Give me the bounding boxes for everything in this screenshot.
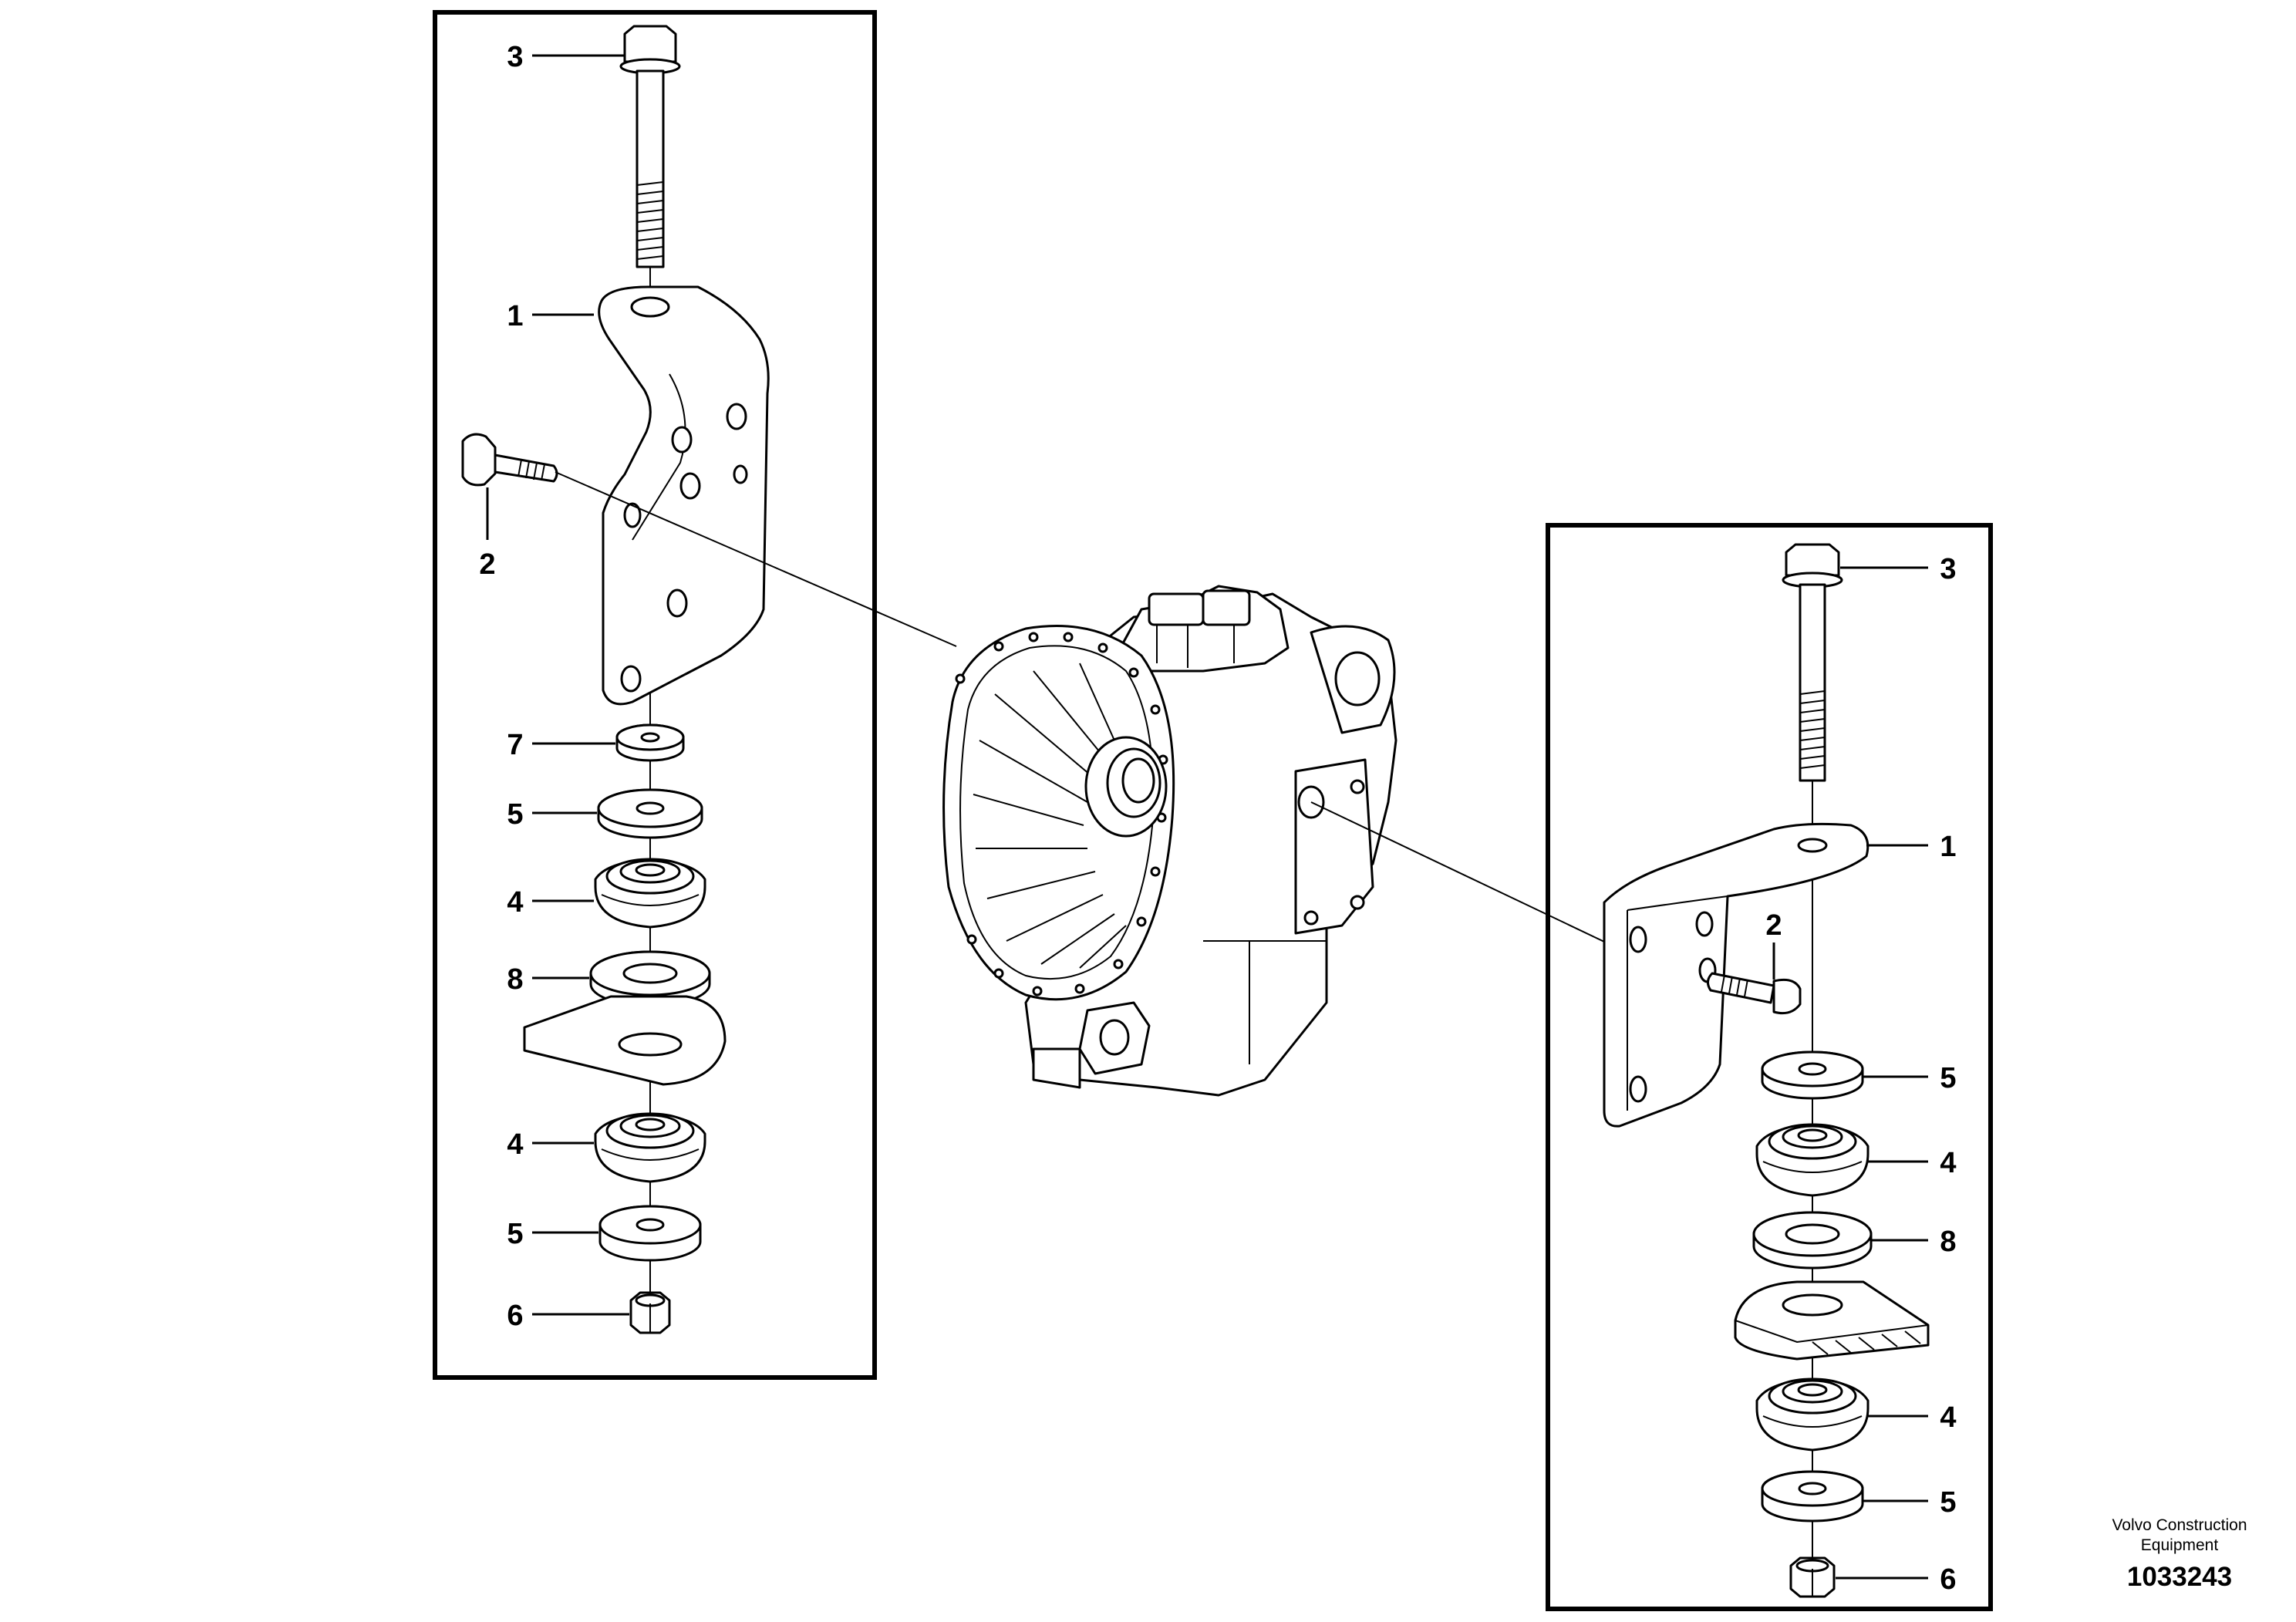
- right-side-bolt: [1707, 972, 1802, 1015]
- left-callout-lower-washer: 5: [507, 1218, 523, 1250]
- left-top-bolt: [619, 25, 681, 268]
- left-callout-side-bolt: 2: [479, 548, 495, 581]
- document-number: 1033243: [2127, 1562, 2232, 1592]
- left-nut: [629, 1291, 671, 1334]
- left-callout-nut: 6: [507, 1300, 523, 1332]
- right-mounting-bracket: [1603, 822, 1870, 1128]
- right-lower-rubber-mount: [1755, 1378, 1870, 1452]
- left-callout-small-washer: 7: [507, 729, 523, 761]
- left-bracket-alignment-line: [555, 471, 957, 647]
- left-detail-frame: [433, 10, 877, 1380]
- left-spacer-ring: [589, 950, 711, 1007]
- left-callout-bolt: 3: [507, 41, 523, 73]
- right-callout-leaders: [1772, 566, 1928, 1580]
- right-callout-nut: 6: [1940, 1563, 1956, 1596]
- right-upper-rubber-mount: [1755, 1123, 1870, 1197]
- right-upper-washer: [1761, 1050, 1864, 1100]
- right-callout-spacer-ring: 8: [1940, 1226, 1956, 1258]
- right-callout-upper-rubber-mount: 4: [1940, 1147, 1956, 1179]
- left-callout-upper-washer: 5: [507, 798, 523, 831]
- left-callout-spacer-ring: 8: [507, 963, 523, 996]
- left-frame-plate: [523, 995, 727, 1086]
- transmission-housing: [942, 585, 1397, 1097]
- right-spacer-ring: [1752, 1211, 1873, 1270]
- right-nut: [1789, 1556, 1836, 1598]
- left-side-bolt: [461, 433, 558, 487]
- left-lower-rubber-mount: [594, 1112, 706, 1183]
- left-small-washer: [615, 723, 685, 762]
- right-callout-bolt: 3: [1940, 553, 1956, 585]
- left-mounting-bracket: [598, 285, 770, 706]
- right-callout-side-bolt: 2: [1765, 909, 1782, 942]
- left-callout-lower-rubber-mount: 4: [507, 1128, 523, 1161]
- left-upper-rubber-mount: [594, 858, 706, 929]
- right-callout-lower-rubber-mount: 4: [1940, 1401, 1956, 1434]
- publisher-line-2: Equipment: [2141, 1536, 2219, 1554]
- right-lower-washer: [1761, 1470, 1864, 1523]
- right-callout-lower-washer: 5: [1940, 1486, 1956, 1519]
- right-callout-upper-washer: 5: [1940, 1062, 1956, 1094]
- left-callout-upper-rubber-mount: 4: [507, 886, 523, 919]
- right-callout-bracket: 1: [1940, 831, 1956, 863]
- right-frame-plate: [1734, 1280, 1930, 1361]
- publisher-line-1: Volvo Construction: [2112, 1516, 2247, 1534]
- left-upper-washer: [597, 788, 703, 839]
- left-callout-leaders: [486, 54, 629, 1316]
- left-callout-bracket: 1: [507, 300, 523, 332]
- right-detail-frame: [1546, 523, 1993, 1611]
- right-top-bolt: [1782, 543, 1843, 782]
- left-lower-washer: [598, 1205, 702, 1262]
- right-bracket-alignment-line: [1310, 801, 1636, 957]
